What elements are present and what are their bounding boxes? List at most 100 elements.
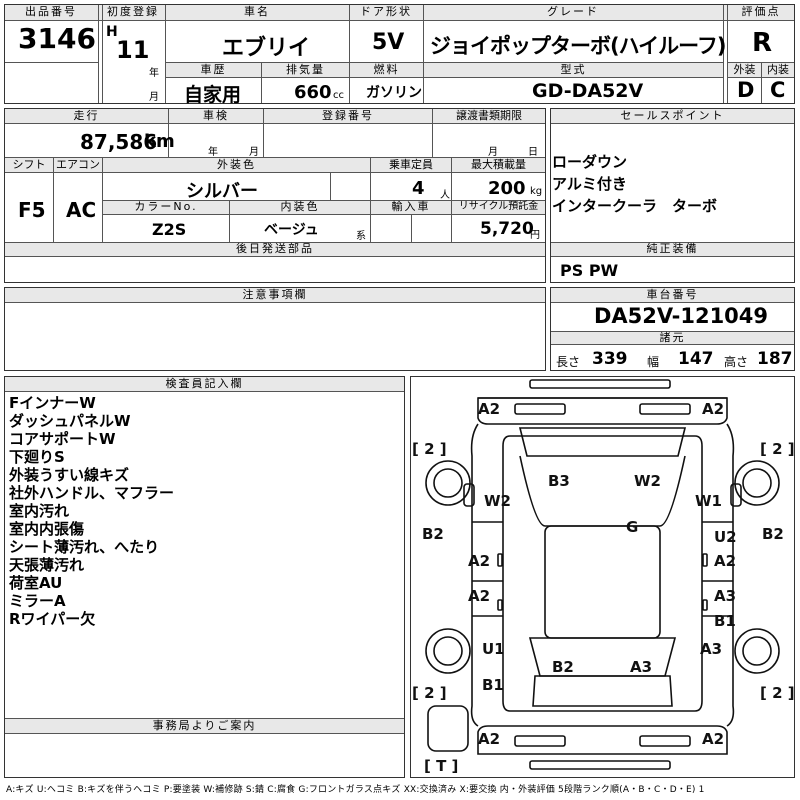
grade-label: グレード [424, 5, 722, 21]
grade: ジョイポップターボ(ハイルーフ) [430, 34, 727, 58]
inspector-label: 検査員記入欄 [5, 377, 404, 392]
tire-rear-right: [ 2 ] [760, 684, 795, 702]
load: 200 [488, 178, 526, 199]
mark-right-pillar-b2: B2 [762, 525, 784, 543]
mark-rear-right-bumper: A2 [702, 730, 724, 748]
note-line: 荷室AU [9, 574, 63, 592]
mileage-label: 走行 [5, 109, 168, 124]
lot-number: 3146 [18, 22, 96, 55]
load-label: 最大積載量 [452, 158, 545, 173]
displacement-label: 排気量 [262, 63, 349, 78]
recycle: 5,720 [480, 219, 534, 239]
inspector-notes: FインナーW ダッシュパネルW コアサポートW 下廻りS 外装うすい線キズ 社外… [9, 394, 174, 628]
sales-point-1: ローダウン [552, 153, 628, 171]
model-label: 型式 [424, 63, 723, 78]
import-label: 輸入車 [371, 201, 451, 215]
displacement: 660 [294, 82, 332, 103]
legend: A:キズ U:ヘコミ B:キズを伴うヘコミ P:要塗装 W:補修跡 S:錆 C:… [6, 785, 705, 795]
int-color-label: 内装色 [230, 201, 370, 215]
int-color: ベージュ [264, 222, 319, 238]
recycle-unit: 円 [530, 230, 540, 241]
genuine-label: 純正装備 [551, 243, 794, 257]
detail-block [4, 108, 546, 283]
damage-diagram-block [410, 376, 795, 778]
mark-right-door1: A2 [714, 552, 736, 570]
color-no-label: カラーNo. [103, 201, 229, 215]
score: R [752, 28, 773, 58]
mark-right-fender-w1: W1 [695, 492, 722, 510]
tire-front-left: [ 2 ] [412, 440, 447, 458]
year-unit: 年 [149, 68, 159, 79]
width: 147 [678, 349, 714, 369]
height-label: 高さ [724, 355, 749, 369]
caution-block [4, 287, 546, 371]
car-name-label: 車名 [166, 5, 348, 21]
spare-tire-mark: [ T ] [424, 757, 458, 775]
history: 自家用 [184, 84, 242, 106]
tire-front-right: [ 2 ] [760, 440, 795, 458]
note-line: Rワイパー欠 [9, 610, 96, 628]
note-line: 社外ハンドル、マフラー [9, 484, 175, 502]
mileage-unit: km [144, 131, 175, 152]
era-letter: H [106, 24, 118, 40]
mark-rear-left-bumper: A2 [478, 730, 500, 748]
seats-label: 乗車定員 [371, 158, 451, 173]
displacement-unit: cc [333, 90, 344, 101]
history-label: 車歴 [166, 63, 261, 78]
mark-left-door1: A2 [468, 552, 490, 570]
load-unit: kg [530, 186, 543, 197]
ac-label: エアコン [54, 158, 102, 173]
note-line: 下廻りS [9, 448, 65, 466]
note-line: 天張薄汚れ [9, 556, 85, 574]
door-label: ドア形状 [350, 5, 422, 21]
transfer-day-unit: 日 [528, 147, 538, 158]
recycle-label: リサイクル預託金 [452, 201, 545, 215]
sales-point-3: インタークーラ ターボ [552, 197, 718, 215]
length-label: 長さ [556, 355, 581, 369]
note-line: シート薄汚れ、へたり [9, 538, 160, 556]
door-type: 5V [372, 30, 405, 55]
later-parts-label: 後日発送部品 [5, 243, 545, 257]
interior-label: 内装 [762, 63, 794, 78]
note-line: FインナーW [9, 394, 96, 412]
note-line: 外装うすい線キズ [9, 466, 130, 484]
ext-color-label: 外装色 [103, 158, 370, 173]
office-label: 事務局よりご案内 [5, 719, 404, 734]
color-no: Z2S [152, 220, 187, 239]
inspector-block [4, 376, 405, 778]
length: 339 [592, 349, 628, 369]
mark-roof-a3: A3 [630, 658, 652, 676]
interior-grade: C [770, 78, 786, 102]
mark-roof-b2: B2 [552, 658, 574, 676]
mark-right-door2: A3 [714, 587, 736, 605]
score-label: 評価点 [728, 5, 794, 21]
tire-rear-left: [ 2 ] [412, 684, 447, 702]
mark-left-u1: U1 [482, 640, 505, 658]
caution-label: 注意事項欄 [5, 288, 545, 303]
reg-year: 11 [116, 36, 150, 64]
mark-front-right-bumper: A2 [702, 400, 724, 418]
header-block [4, 4, 795, 104]
note-line: 室内内張傷 [9, 520, 85, 538]
shift-label: シフト [5, 158, 53, 173]
lot-no-label: 出品番号 [5, 5, 97, 21]
mark-front-left-bumper: A2 [478, 400, 500, 418]
car-name: エブリイ [222, 36, 311, 61]
insp-month-unit: 月 [249, 147, 259, 158]
sales-block [550, 108, 795, 283]
inspection-label: 車検 [169, 109, 263, 124]
ac: AC [66, 198, 97, 222]
mark-left-fender-w2: W2 [484, 492, 511, 510]
seats-unit: 人 [440, 190, 450, 201]
note-line: コアサポートW [9, 430, 116, 448]
insp-year-unit: 年 [208, 147, 218, 158]
mark-right-u2: U2 [714, 528, 737, 546]
width-label: 幅 [647, 355, 660, 369]
exterior-label: 外装 [728, 63, 761, 78]
sales-point-2: アルミ付き [552, 175, 627, 193]
mark-glass-g: G [626, 518, 638, 536]
shift: F5 [18, 198, 46, 222]
transfer-label: 譲渡書類期限 [433, 109, 545, 124]
first-reg-label: 初度登録 [102, 5, 164, 21]
fuel: ガソリン [366, 85, 422, 101]
